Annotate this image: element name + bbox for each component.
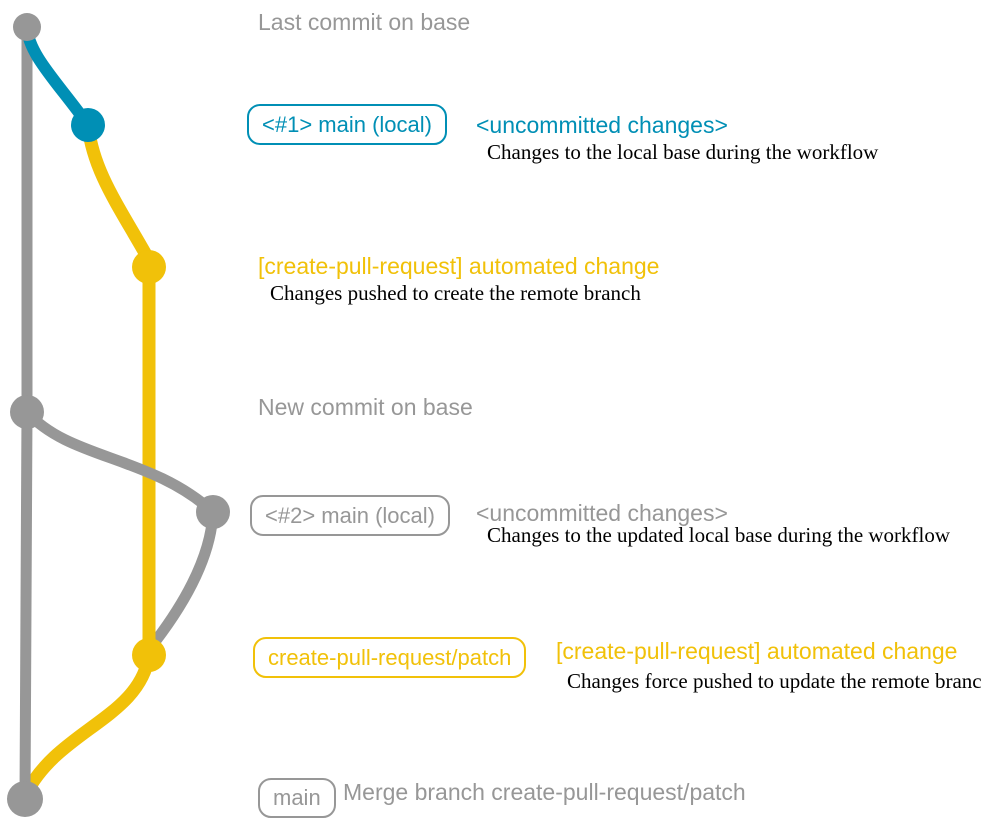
- branch-badge-main-local-1: <#1> main (local): [247, 104, 447, 145]
- automated-change-title-1: [create-pull-request] automated change: [258, 253, 660, 279]
- branch-badge-patch: create-pull-request/patch: [253, 637, 527, 678]
- automated-change-desc-1: Changes pushed to create the remote bran…: [270, 281, 641, 305]
- commit-node-main-local-1: [71, 108, 105, 142]
- branch-badge-label: main: [273, 785, 321, 810]
- commit-node-patch-2: [132, 638, 166, 672]
- uncommitted-changes-desc-1: Changes to the local base during the wor…: [487, 140, 879, 164]
- commit-node-patch-1: [132, 250, 166, 284]
- merge-commit-label: Merge branch create-pull-request/patch: [343, 779, 746, 805]
- base-to-main2-branch: [21, 406, 219, 518]
- new-commit-label: New commit on base: [258, 394, 473, 420]
- commit-node-main-local-2: [196, 495, 230, 529]
- patch-branch-line: [81, 118, 156, 662]
- branch-badge-label: create-pull-request/patch: [268, 644, 512, 670]
- commit-node-merge: [7, 781, 43, 817]
- commit-node-new-base: [10, 395, 44, 429]
- local-main-branch-line: [21, 21, 94, 131]
- uncommitted-changes-title-1: <uncommitted changes>: [476, 112, 728, 138]
- uncommitted-changes-title-2: <uncommitted changes>: [476, 500, 728, 526]
- main2-to-patch-branch: [145, 506, 219, 653]
- automated-change-title-2: [create-pull-request] automated change: [556, 638, 958, 664]
- branch-badge-label: <#2> main (local): [265, 502, 435, 528]
- last-commit-label: Last commit on base: [258, 9, 471, 35]
- branch-badge-main-local-2: <#2> main (local): [250, 495, 450, 536]
- commit-node-last-base: [13, 13, 41, 41]
- automated-change-desc-2: Changes force pushed to update the remot…: [567, 669, 981, 693]
- patch-merge-line: [19, 648, 156, 801]
- branch-badge-label: <#1> main (local): [262, 111, 432, 137]
- branch-badge-main: main: [258, 778, 336, 818]
- uncommitted-changes-desc-2: Changes to the updated local base during…: [487, 523, 951, 547]
